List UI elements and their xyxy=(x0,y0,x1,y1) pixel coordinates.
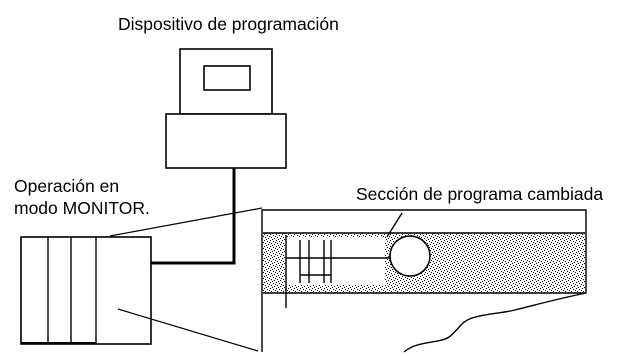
zoom-line-bottom xyxy=(117,308,259,352)
device-keyboard-base xyxy=(165,113,287,169)
plc-rack xyxy=(20,236,152,345)
device-screen xyxy=(203,65,251,91)
operation-mode-label-line2: modo MONITOR. xyxy=(14,198,150,218)
connection-cable xyxy=(117,168,236,265)
changed-section-label: Sección de programa cambiada xyxy=(356,184,603,204)
plc-outline xyxy=(20,236,152,345)
rung-clear-area xyxy=(285,237,385,285)
programming-device xyxy=(165,48,287,169)
changed-section-pointer xyxy=(386,212,403,238)
program-view xyxy=(261,209,587,353)
operation-mode-label-line1: Operación en xyxy=(14,176,119,196)
programming-device-label: Dispositivo de programación xyxy=(118,14,339,34)
output-coil xyxy=(389,235,431,277)
zoom-line-top xyxy=(109,207,263,237)
